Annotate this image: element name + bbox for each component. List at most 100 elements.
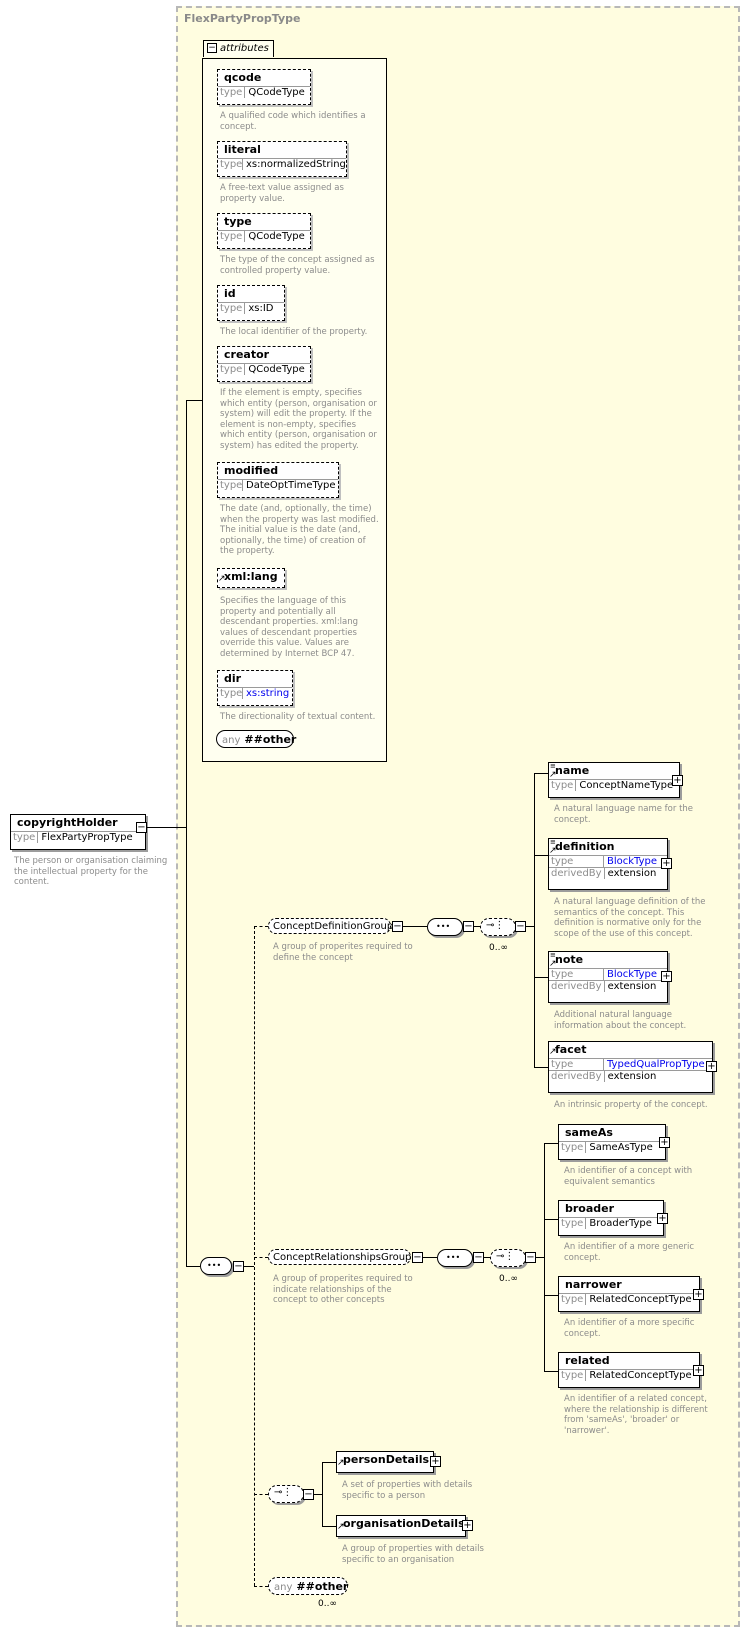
connector-line <box>186 400 187 1266</box>
reference-arrow-icon: ↗ <box>549 846 557 856</box>
attribute-name: xml:lang <box>224 570 278 583</box>
element-doc: A natural language name for the concept. <box>554 804 694 825</box>
type-value: xs:string <box>246 688 290 699</box>
collapse-icon[interactable]: − <box>136 822 147 833</box>
choice-icon: ⊸⋮ <box>274 1487 293 1498</box>
connector-line <box>544 1295 558 1296</box>
collapse-icon[interactable]: − <box>412 1252 423 1263</box>
type-label: type <box>220 159 243 170</box>
expand-icon[interactable]: + <box>657 1213 668 1224</box>
element-persondetails[interactable]: ↗ personDetails <box>336 1451 434 1473</box>
expand-icon[interactable]: + <box>661 858 672 869</box>
connector-line <box>534 855 548 856</box>
connector-line <box>544 1371 558 1372</box>
attribute-xml-lang[interactable]: ↗ xml:lang <box>217 568 285 588</box>
collapse-icon[interactable]: − <box>207 43 217 53</box>
type-label: type <box>220 480 243 491</box>
expand-icon[interactable]: + <box>659 1137 670 1148</box>
connector-line <box>254 926 255 1586</box>
expand-icon[interactable]: + <box>430 1456 441 1467</box>
expand-icon[interactable]: + <box>693 1289 704 1300</box>
connector-line <box>244 1266 254 1267</box>
sequence-compositor[interactable]: ••• <box>200 1257 232 1275</box>
attribute-name: modified <box>224 464 279 477</box>
type-label: type <box>218 364 246 375</box>
connector-line <box>544 1219 558 1220</box>
type-value: QCodeType <box>248 231 305 242</box>
element-doc: A natural language definition of the sem… <box>554 897 706 939</box>
attribute-doc: The date (and, optionally, the time) whe… <box>220 504 379 556</box>
expand-icon[interactable]: + <box>706 1061 717 1072</box>
expand-icon[interactable]: + <box>693 1365 704 1376</box>
type-label: type <box>549 856 604 867</box>
expand-icon[interactable]: + <box>462 1520 473 1531</box>
attributes-header[interactable]: −attributes <box>203 40 274 57</box>
type-value: BlockType <box>607 856 658 867</box>
connector-line <box>147 827 186 828</box>
type-value: TypedQualPropType <box>607 1059 705 1070</box>
collapse-icon[interactable]: − <box>303 1489 314 1500</box>
attribute-doc: The local identifier of the property. <box>220 327 368 337</box>
collapse-icon[interactable]: − <box>515 921 526 932</box>
derived-label: derivedBy <box>549 868 605 879</box>
attribute-doc: The type of the concept assigned as cont… <box>220 255 375 276</box>
type-value: RelatedConceptType <box>589 1294 692 1305</box>
choice-compositor[interactable]: ⊸⋮ <box>268 1485 304 1503</box>
group-doc: A group of properites required to indica… <box>273 1274 413 1305</box>
collapse-icon[interactable]: − <box>392 921 403 932</box>
group-doc: A group of properites required to define… <box>273 942 413 963</box>
expand-icon[interactable]: + <box>672 775 683 786</box>
multiline-icon: ≡ <box>550 762 556 770</box>
sequence-compositor[interactable]: ••• <box>427 918 463 936</box>
concept-definition-group[interactable]: ConceptDefinitionGroup <box>268 918 394 934</box>
choice-compositor[interactable]: ⊸⋮ <box>490 1249 526 1267</box>
connector-line <box>403 926 427 927</box>
type-label: type <box>218 231 246 242</box>
type-label: type <box>549 969 604 980</box>
element-organisationdetails[interactable]: ↗ organisationDetails <box>336 1515 466 1537</box>
connector-line <box>186 1266 200 1267</box>
connector-line <box>254 926 268 927</box>
choice-icon: ⊸⋮ <box>486 920 505 931</box>
attribute-name: dir <box>224 672 242 685</box>
sequence-compositor[interactable]: ••• <box>437 1249 473 1267</box>
attribute-any-other[interactable]: any##other <box>216 730 296 748</box>
type-label: type <box>218 303 246 314</box>
type-label: type <box>218 87 246 98</box>
connector-line <box>314 1494 322 1495</box>
element-name: definition <box>555 840 615 853</box>
group-name: ConceptDefinitionGroup <box>273 921 394 932</box>
attribute-name: type <box>224 215 252 228</box>
expand-icon[interactable]: + <box>661 971 672 982</box>
element-doc: A set of properties with details specifi… <box>342 1480 473 1501</box>
type-box-title: FlexPartyPropType <box>184 12 301 25</box>
collapse-icon[interactable]: − <box>525 1252 536 1263</box>
connector-line <box>254 1494 268 1495</box>
collapse-icon[interactable]: − <box>463 921 474 932</box>
connector-line <box>534 773 548 774</box>
derived-label: derivedBy <box>549 981 605 992</box>
collapse-icon[interactable]: − <box>233 1261 244 1272</box>
sequence-icon: ••• <box>207 1261 222 1270</box>
choice-compositor[interactable]: ⊸⋮ <box>480 918 516 936</box>
any-other-wildcard[interactable]: any##other <box>268 1577 348 1595</box>
type-value: xs:normalizedString <box>246 159 346 170</box>
collapse-icon[interactable]: − <box>473 1252 484 1263</box>
concept-relationships-group[interactable]: ConceptRelationshipsGroup <box>268 1249 411 1265</box>
